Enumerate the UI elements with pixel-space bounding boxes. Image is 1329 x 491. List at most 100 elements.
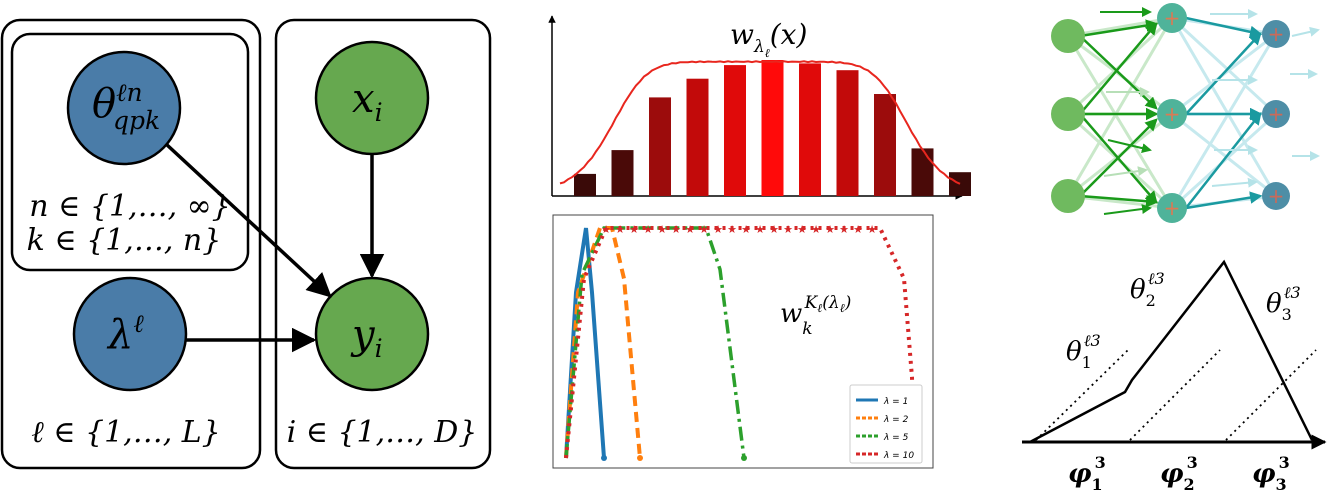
hist-bar xyxy=(724,65,746,196)
weight-arrow xyxy=(1211,177,1258,188)
lambda-node xyxy=(72,276,188,392)
theta-node-sub: qpk xyxy=(113,106,160,135)
series-end-marker xyxy=(601,455,607,461)
legend-label: λ = 1 xyxy=(883,397,908,407)
strong-edge xyxy=(1079,118,1158,197)
svg-text:θ3ℓ3: θ3ℓ3 xyxy=(1266,283,1301,324)
series-star-marker: ★ xyxy=(741,223,751,236)
plate-data-label: i ∈ {1,…, D} xyxy=(287,415,478,450)
theta-label-1-sup: ℓ3 xyxy=(1084,331,1101,350)
output-node xyxy=(1262,20,1290,48)
svg-text:θ1ℓ3: θ1 ℓ3 xyxy=(1066,331,1101,372)
svg-text:wλℓ(x): wλℓ(x) xyxy=(730,18,807,60)
svg-text:λℓ: λℓ xyxy=(106,309,144,358)
series-star-marker: ★ xyxy=(685,223,695,236)
series-star-marker: ★ xyxy=(657,223,667,236)
hist-bar xyxy=(799,63,821,197)
plate-inner-label-n: n ∈ {1,…, ∞} xyxy=(29,189,230,224)
svg-text:xi: xi xyxy=(352,76,383,127)
svg-text:θ2ℓ3: θ2 ℓ3 xyxy=(1130,269,1165,310)
strong-edge xyxy=(1185,16,1263,38)
node-plus-mark: + xyxy=(1268,22,1285,46)
strong-edge xyxy=(1185,191,1263,210)
weight-arrow xyxy=(1107,139,1152,154)
hist-bar xyxy=(874,94,896,196)
lineplot-label-suparg: (λ xyxy=(822,293,839,313)
strong-edge xyxy=(1079,22,1158,115)
svg-text:φ13: φ13 xyxy=(1068,453,1106,491)
theta-label-2-base: θ xyxy=(1130,275,1146,305)
series-star-marker: ★ xyxy=(839,223,849,236)
theta-node-base: θ xyxy=(92,81,116,127)
series-star-marker: ★ xyxy=(629,223,639,236)
phi-label-1-base: φ xyxy=(1068,459,1092,489)
series-line xyxy=(564,226,746,459)
series-star-marker: ★ xyxy=(783,223,793,236)
faint-edge xyxy=(1066,17,1174,197)
faint-edge xyxy=(1170,17,1278,197)
series-star-marker: ★ xyxy=(643,223,653,236)
series-star-marker: ★ xyxy=(867,223,877,236)
hist-label-subsub: ℓ xyxy=(765,46,770,60)
series-star-marker: ★ xyxy=(699,223,709,236)
lineplot-label-base: w xyxy=(780,299,802,329)
plate-outer xyxy=(0,18,262,470)
faint-edge xyxy=(1170,16,1278,116)
phi-label-2-sub: 2 xyxy=(1184,475,1195,491)
svg-text:φ23: φ2 3 xyxy=(1160,453,1198,491)
series-star-marker: ★ xyxy=(671,223,681,236)
lambda-node-base: λ xyxy=(106,312,133,358)
series-star-marker: ★ xyxy=(797,223,807,236)
hidden-node xyxy=(1157,3,1187,33)
theta-label-2-sub: 2 xyxy=(1146,291,1156,310)
svg-text:wkKℓ(λℓ): wkKℓ(λℓ) xyxy=(780,293,851,339)
plate-outer-label: ℓ ∈ {1,…, L} xyxy=(31,415,221,450)
faint-edge xyxy=(1066,35,1174,209)
lambda-node-sup: ℓ xyxy=(133,309,144,338)
series-star-marker: ★ xyxy=(853,223,863,236)
lineplot-label-sup: K xyxy=(804,293,819,313)
phi-label-2-sup: 3 xyxy=(1187,453,1198,472)
node-plus-mark: + xyxy=(1268,184,1285,208)
edge-theta-y xyxy=(164,142,332,298)
series-star-marker: ★ xyxy=(755,223,765,236)
hist-bar xyxy=(574,173,596,196)
lineplot-label-supclose: ) xyxy=(844,293,852,313)
hist-label-arg: (x) xyxy=(770,18,808,51)
plate-inner xyxy=(10,32,250,272)
faint-edge xyxy=(1170,33,1278,209)
weight-histogram: wλℓ(x) xyxy=(548,15,971,200)
legend-label: λ = 2 xyxy=(883,415,909,425)
strong-edge xyxy=(1185,32,1262,115)
graphical-model: θℓn qpk xi λℓ yi n ∈ {1,…, ∞} k ∈ {1,…, … xyxy=(0,18,492,470)
strong-edge xyxy=(1079,194,1159,208)
series-star-marker: ★ xyxy=(769,223,779,236)
hist-envelope-curve xyxy=(559,60,961,185)
series-star-marker: ★ xyxy=(825,223,835,236)
series-star-marker: ★ xyxy=(615,223,625,236)
y-node-sub: i xyxy=(375,334,383,363)
phi-label-1-sup: 3 xyxy=(1095,453,1106,472)
piecewise-simplex: θ1ℓ3 θ2ℓ3 θ3ℓ3 φ13 φ23 φ33 xyxy=(1022,259,1327,491)
hist-bar xyxy=(611,150,634,196)
theta-label-3-sup: ℓ3 xyxy=(1284,283,1301,302)
lineplot-label-supargsub: ℓ xyxy=(840,301,845,315)
theta-node-sup: ℓn xyxy=(116,78,143,107)
x-node-base: x xyxy=(352,76,375,122)
phi-label-2-base: φ xyxy=(1160,459,1184,489)
theta-label-2-sup: ℓ3 xyxy=(1148,269,1165,288)
input-node xyxy=(1051,97,1085,131)
theta-label-1-base: θ xyxy=(1066,337,1082,367)
node-plus-mark: + xyxy=(1164,6,1181,30)
theta-label-3-base: θ xyxy=(1266,289,1282,319)
legend-label: λ = 10 xyxy=(883,451,914,461)
series-line xyxy=(564,226,916,459)
series-star-marker: ★ xyxy=(727,223,737,236)
theta-label-1-sub: 1 xyxy=(1082,353,1092,372)
x-node-sub: i xyxy=(375,98,383,127)
output-node xyxy=(1262,100,1290,128)
weight-arrow xyxy=(1103,204,1152,215)
hist-bar xyxy=(649,97,671,196)
svg-text:φ33: φ33 xyxy=(1252,453,1290,491)
